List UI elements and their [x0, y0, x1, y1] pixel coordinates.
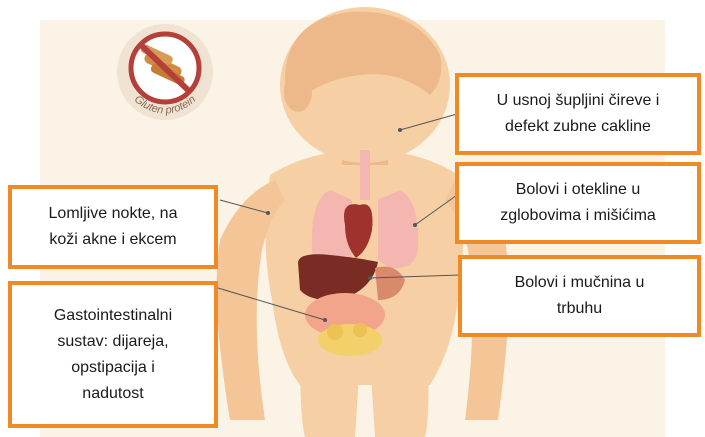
callout-stomach: Bolovi i mučnina u trbuhu — [458, 255, 701, 337]
callout-nails-skin-text: Lomljive nokte, na koži akne i ekcem — [49, 201, 178, 253]
callout-stomach-text: Bolovi i mučnina u trbuhu — [515, 270, 645, 322]
callout-nails-skin: Lomljive nokte, na koži akne i ekcem — [8, 185, 218, 269]
callout-mouth: U usnoj šupljini čireve i defekt zubne c… — [455, 73, 701, 155]
callout-gastrointestinal: Gastointestinalni sustav: dijareja, opst… — [8, 281, 218, 428]
callout-gastrointestinal-text: Gastointestinalni sustav: dijareja, opst… — [54, 303, 172, 407]
callout-joints: Bolovi i otekline u zglobovima i mišićim… — [455, 162, 701, 244]
callout-mouth-text: U usnoj šupljini čireve i defekt zubne c… — [497, 88, 660, 140]
callout-joints-text: Bolovi i otekline u zglobovima i mišićim… — [500, 177, 656, 229]
